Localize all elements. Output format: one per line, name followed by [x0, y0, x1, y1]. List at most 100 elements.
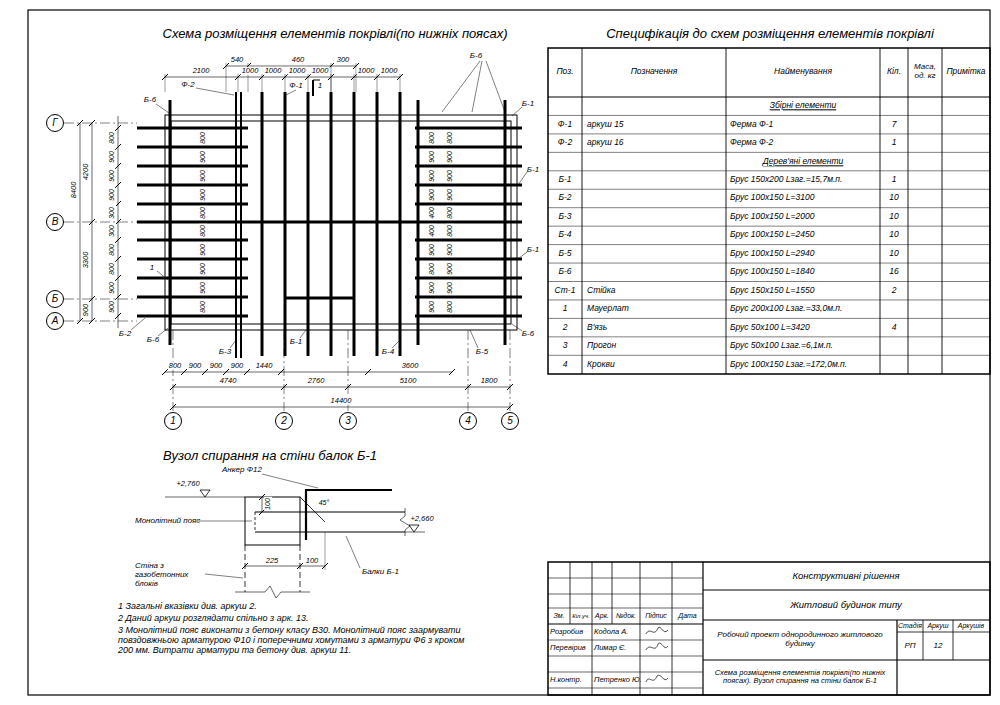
dimension: 900 [199, 150, 207, 164]
table-cell: Брус 100х150 L=2000 [730, 212, 814, 221]
dimension: 800 [446, 206, 454, 220]
beam [137, 315, 248, 318]
beam [137, 127, 248, 130]
table-line [548, 170, 990, 171]
table-cell: Брус 100х150 Lзаг.=172,0м.п. [730, 360, 847, 369]
dimension: 4200 [82, 163, 90, 182]
table-line [548, 672, 703, 673]
dimension: 1440 [255, 362, 274, 370]
dimension: 900 [199, 262, 207, 276]
section-mark [313, 80, 320, 81]
table-cell: Крокви [587, 360, 615, 369]
dimension-tick [223, 369, 229, 375]
axis-bubble: 3 [339, 412, 357, 430]
table-line [703, 659, 990, 660]
dimension: 900 [209, 362, 224, 370]
beam [504, 100, 507, 345]
leader-line [131, 318, 145, 330]
dimension: 800 [108, 131, 116, 145]
note: 1 Загальні вказівки див. аркуш 2. [118, 602, 257, 612]
dimension-tick [278, 369, 284, 375]
table-line [703, 619, 990, 620]
dimension: 900 [428, 169, 436, 183]
table-cell: Мауерлат [587, 304, 629, 313]
axis-bubble: Б [46, 290, 64, 308]
dimension: 800 [199, 224, 207, 238]
axis-line [510, 330, 511, 411]
table-cell: Брус 100х150 L=1840 [730, 268, 814, 277]
beam [137, 296, 248, 299]
table-cell: Ф-1 [558, 120, 572, 129]
callout: Б-1 [522, 100, 534, 109]
table-line [548, 281, 990, 282]
dimension: 900 [446, 150, 454, 164]
callout: Балки Б-1 [362, 568, 399, 577]
dimension: 8400 [70, 181, 78, 200]
extension-line [262, 74, 263, 92]
dimension-tick [365, 369, 371, 375]
leader-line [470, 330, 478, 348]
dimension-line [245, 566, 325, 567]
break-line [235, 586, 310, 598]
dimension-tick [115, 144, 121, 150]
table-cell: 3 [563, 341, 568, 350]
wall-line [245, 545, 246, 592]
table-line [548, 688, 703, 689]
dimension: 900 [446, 243, 454, 257]
table-header: Позначення [631, 67, 678, 76]
table-group: Збірні елементи [770, 102, 836, 111]
beam [137, 184, 248, 187]
sheet-frame [28, 10, 990, 695]
dimension-tick [115, 163, 121, 169]
table-line [548, 318, 990, 319]
leader-line [262, 474, 318, 488]
table-cell: Брус 50х100 L=3420 [730, 323, 810, 332]
leader-line [198, 521, 252, 522]
table-cell: Ф-2 [558, 138, 572, 147]
dimension: 800 [199, 300, 207, 314]
extension-line [308, 74, 309, 92]
dimension-tick [244, 369, 250, 375]
dimension: 3600 [401, 362, 420, 370]
wall-line [300, 545, 301, 592]
dimension: 900 [108, 281, 116, 295]
dimension-tick [115, 313, 121, 319]
note: 2 Даний аркуш розглядати спільно з арк. … [118, 614, 309, 624]
axis-label: 1 [170, 416, 176, 426]
axis-label: В [52, 217, 59, 227]
callout: 1 [150, 264, 154, 273]
callout: Б-1 [527, 166, 539, 175]
callout: Б-6 [522, 330, 534, 339]
table-line [548, 226, 990, 227]
dimension: 900 [199, 281, 207, 295]
table-line [548, 115, 990, 116]
table-cell: Брус 200х100 Lзаг.=33,0м.п. [730, 304, 842, 313]
title-block-text: Розробив [550, 628, 583, 636]
dimension: 900 [428, 281, 436, 295]
table-cell: Ферма Ф-2 [730, 138, 773, 147]
extension-line [354, 74, 355, 92]
level-mark [409, 525, 419, 532]
axis-line [468, 330, 469, 411]
table-cell: Б-2 [558, 194, 571, 203]
extension-line [226, 63, 227, 92]
table-line [703, 589, 990, 590]
dimension: 540 [230, 56, 245, 64]
dimension: 800 [446, 224, 454, 238]
truss [399, 92, 402, 356]
table-header: Поз. [556, 67, 573, 76]
dimension: 300 [108, 206, 116, 220]
level-mark: +2,660 [410, 515, 433, 523]
axis-bubble: 4 [459, 412, 477, 430]
table-cell: 1 [892, 175, 897, 184]
table-cell: аркуш 15 [587, 120, 624, 129]
dimension: 900 [428, 300, 436, 314]
callout: 1 [318, 82, 322, 91]
table-line [548, 96, 990, 97]
table-line [548, 189, 990, 190]
table-line [548, 656, 703, 657]
table-cell: 4 [892, 323, 897, 332]
dimension: 4740 [219, 377, 238, 385]
dimension: 5100 [399, 377, 418, 385]
dimension: 3300 [82, 251, 90, 270]
